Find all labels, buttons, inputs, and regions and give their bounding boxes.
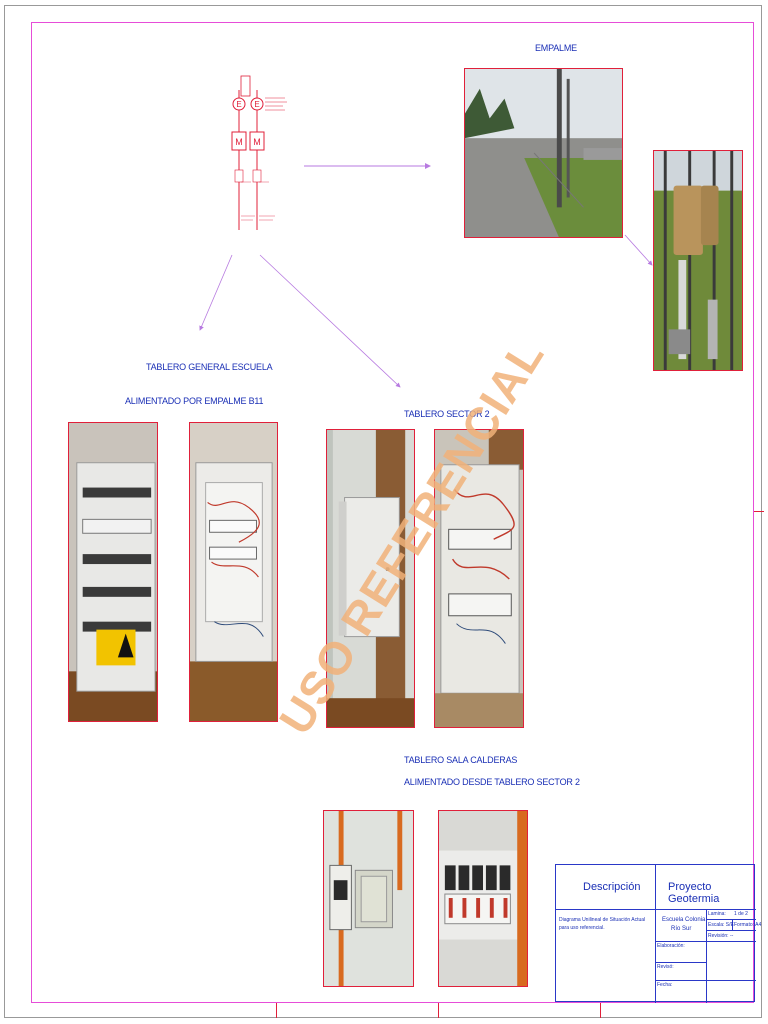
title-descripcion-header: Descripción [583,881,641,893]
label-tablero-general: TABLERO GENERAL ESCUELA [146,362,273,372]
title-block: Descripción Proyecto Geotermia Diagrama … [555,864,761,1003]
photo-tablero-general-front [68,422,158,722]
title-row-elaboracion: Elaboración: [657,943,685,949]
title-school-line1: Escuela Colonia [662,917,706,923]
photo-empalme-road [464,68,623,238]
sheet-inner-border [31,22,754,1003]
title-description-line1: Diagrama Unilineal de Situación Actual [559,917,646,923]
motor-symbol-1: M [235,137,243,147]
meter-symbol-2: E [254,100,259,109]
title-lamina-value: 1 de 2 [734,911,748,917]
label-alimentado-empalme: ALIMENTADO POR EMPALME B11 [125,396,264,406]
title-revision: Revisión: -- [708,933,734,939]
label-tablero-sala-calderas: TABLERO SALA CALDERAS [404,755,518,765]
single-line-diagram: E E M M [231,75,287,230]
label-tablero-sector2: TABLERO SECTOR 2 [404,409,490,419]
photo-meter-box [653,150,743,371]
label-alimentado-sector2: ALIMENTADO DESDE TABLERO SECTOR 2 [404,777,580,787]
title-lamina-label: Lamina: [708,911,726,917]
title-description-line2: para uso referencial. [559,925,605,931]
border-tick-bottom-2 [438,1003,439,1018]
photo-tablero-sector2-closed [326,429,415,728]
label-empalme: EMPALME [535,43,577,53]
photo-tablero-general-open [189,422,278,722]
border-tick-right [754,511,764,512]
title-escala: Escala: S/E [708,922,734,928]
title-formato: Formato: A4 [734,922,762,928]
title-school-line2: Río Sur [671,926,692,932]
border-tick-bottom-3 [600,1003,601,1018]
photo-sala-calderas-wall [323,810,414,987]
photo-tablero-sector2-open [434,429,524,728]
border-tick-bottom-1 [276,1003,277,1018]
title-row-reviso: Revisó: [657,964,674,970]
meter-symbol-1: E [236,100,241,109]
title-project-header: Proyecto Geotermia [668,881,720,905]
title-row-fecha: Fecha: [657,982,673,988]
motor-symbol-2: M [253,137,261,147]
photo-sala-calderas-breakers [438,810,528,987]
